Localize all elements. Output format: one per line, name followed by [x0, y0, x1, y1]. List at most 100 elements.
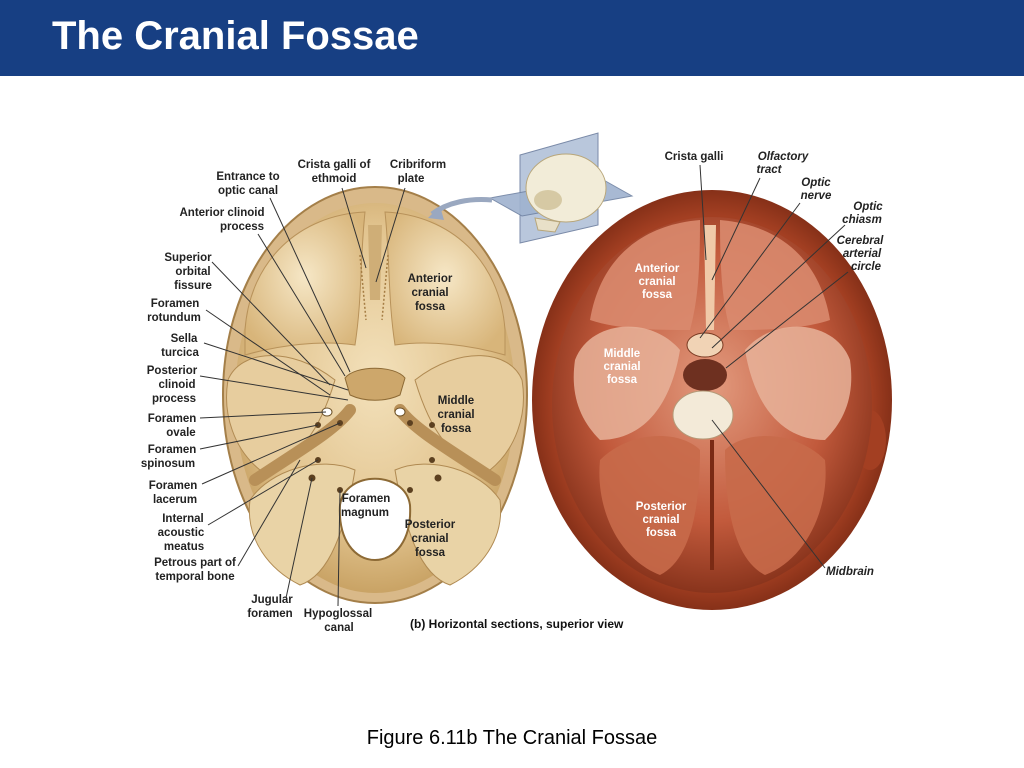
- label-line: cranial: [411, 287, 448, 299]
- label-crista-galli-of-ethmoid: Crista galli of ethmoid: [298, 159, 371, 269]
- title-bar: The Cranial Fossae: [0, 0, 1024, 76]
- label-line: acoustic: [158, 527, 205, 539]
- label-line: cranial: [642, 514, 679, 526]
- label-line: orbital: [175, 266, 210, 278]
- leader-line: [725, 271, 849, 369]
- label-line: chiasm: [842, 214, 882, 226]
- label-line: Crista galli of: [298, 159, 371, 171]
- label-cribriform-plate: Cribriform plate: [375, 159, 446, 283]
- label-line: arterial: [843, 248, 882, 260]
- label-hypoglossal-canal: Hypoglossal canal: [304, 489, 372, 634]
- label-line: magnum: [341, 507, 389, 519]
- label-line: cranial: [603, 361, 640, 373]
- label-line: rotundum: [147, 312, 201, 324]
- label-line: Foramen: [149, 480, 198, 492]
- leader-line: [711, 224, 846, 349]
- label-line: Foramen: [148, 444, 197, 456]
- leader-line: [199, 411, 327, 419]
- label-line: meatus: [164, 541, 204, 553]
- leader-line: [699, 164, 707, 261]
- leader-line: [207, 459, 319, 526]
- label-line: fossa: [646, 527, 677, 539]
- label-line: Cerebral: [837, 235, 884, 247]
- arrow-head-icon: [428, 206, 444, 220]
- leader-line: [375, 187, 406, 283]
- label-line: temporal bone: [155, 571, 234, 583]
- label-posterior-clinoid-process: Posterior clinoid process: [147, 365, 349, 405]
- label-cerebral-arterial-circle: Cerebral arterial circle: [725, 235, 884, 369]
- leader-line: [337, 489, 341, 607]
- figure-caption: Figure 6.11b The Cranial Fossae: [366, 727, 658, 749]
- label-entrance-to-optic-canal: Entrance to optic canal: [216, 171, 351, 373]
- label-line: fossa: [642, 289, 673, 301]
- label-foramen-spinosum: Foramen spinosum: [141, 424, 319, 470]
- label-line: Cribriform: [390, 159, 446, 171]
- label-petrous-part-of-temporal-bone: Petrous part of temporal bone: [154, 459, 301, 583]
- label-line: Midbrain: [826, 566, 874, 578]
- label-line: Anterior clinoid: [180, 207, 265, 219]
- label-line: Posterior: [405, 519, 456, 531]
- label-line: optic canal: [218, 185, 278, 197]
- label-sella-turcica: Sella turcica: [161, 333, 349, 391]
- leader-line: [285, 477, 313, 599]
- label-foramen-rotundum: Foramen rotundum: [147, 298, 331, 396]
- label-line: cranial: [638, 276, 675, 288]
- label-line: process: [152, 393, 196, 405]
- label-line: process: [220, 221, 264, 233]
- leader-line: [711, 419, 826, 569]
- leader-line: [199, 424, 319, 450]
- label-line: Anterior: [635, 263, 680, 275]
- label-line: cranial: [411, 533, 448, 545]
- label-left-middle-cranial-fossa: Middle cranial fossa: [437, 395, 474, 435]
- leader-line: [199, 375, 349, 401]
- leader-line: [711, 177, 761, 281]
- label-line: cranial: [437, 409, 474, 421]
- label-left-anterior-cranial-fossa: Anterior cranial fossa: [408, 273, 453, 313]
- label-line: Jugular: [251, 594, 293, 606]
- label-internal-acoustic-meatus: Internal acoustic meatus: [158, 459, 319, 553]
- label-line: fossa: [441, 423, 472, 435]
- label-line: Crista galli: [665, 151, 724, 163]
- label-right-middle-cranial-fossa: Middle cranial fossa: [603, 348, 640, 386]
- label-line: fossa: [415, 301, 446, 313]
- label-line: Hypoglossal: [304, 608, 372, 620]
- label-foramen-ovale: Foramen ovale: [148, 411, 327, 439]
- label-line: Middle: [604, 348, 640, 360]
- label-anterior-clinoid-process: Anterior clinoid process: [180, 207, 346, 377]
- leader-line: [341, 187, 367, 269]
- leader-line: [201, 422, 341, 485]
- leader-line: [237, 459, 301, 567]
- label-line: lacerum: [153, 494, 197, 506]
- label-line: Optic: [801, 177, 831, 189]
- label-line: Posterior: [147, 365, 198, 377]
- label-foramen-lacerum: Foramen lacerum: [149, 422, 341, 506]
- label-line: foramen: [247, 608, 292, 620]
- label-line: turcica: [161, 347, 199, 359]
- leader-line: [211, 261, 331, 386]
- label-line: ovale: [166, 427, 195, 439]
- skull-base-illustration: [222, 186, 528, 604]
- label-line: ethmoid: [312, 173, 357, 185]
- label-line: Anterior: [408, 273, 453, 285]
- label-left-posterior-cranial-fossa: Posterior cranial fossa: [405, 519, 456, 559]
- label-line: nerve: [801, 190, 832, 202]
- leader-line: [205, 309, 331, 396]
- label-optic-chiasm: Optic chiasm: [711, 201, 883, 349]
- label-superior-orbital-fissure: Superior orbital fissure: [164, 252, 331, 386]
- label-line: Middle: [438, 395, 474, 407]
- label-line: fissure: [174, 280, 212, 292]
- leader-line: [203, 342, 349, 391]
- label-line: Internal: [162, 513, 204, 525]
- orientation-skull-inset: [428, 132, 634, 244]
- label-line: Posterior: [636, 501, 687, 513]
- panel-caption: (b) Horizontal sections, superior view: [410, 617, 624, 631]
- label-line: Petrous part of: [154, 557, 236, 569]
- label-line: fossa: [415, 547, 446, 559]
- label-line: Optic: [853, 201, 883, 213]
- label-right-anterior-cranial-fossa: Anterior cranial fossa: [635, 263, 680, 301]
- label-foramen-magnum: Foramen magnum: [341, 493, 390, 519]
- label-crista-galli: Crista galli: [665, 151, 724, 261]
- label-midbrain: Midbrain: [711, 419, 874, 578]
- label-line: Foramen: [342, 493, 391, 505]
